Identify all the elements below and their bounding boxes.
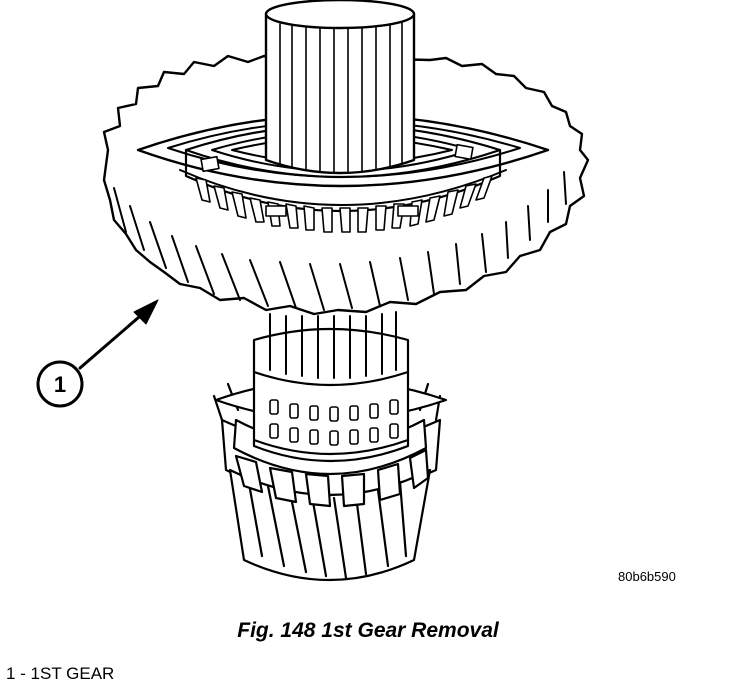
callout-1 bbox=[36, 360, 84, 408]
callout-1-number: 1 bbox=[54, 372, 66, 397]
lower-shaft-splines bbox=[269, 311, 397, 379]
callout-arrow bbox=[78, 299, 159, 370]
needle-bearing bbox=[252, 327, 410, 463]
first-gear bbox=[102, 54, 590, 316]
figure-caption: Fig. 148 1st Gear Removal bbox=[237, 619, 499, 642]
legend-item: 1 - 1ST GEAR bbox=[6, 664, 115, 683]
illustration-code: 80b6b590 bbox=[618, 569, 676, 584]
output-shaft bbox=[264, 0, 416, 175]
gear-illustration: 1 bbox=[36, 0, 590, 582]
